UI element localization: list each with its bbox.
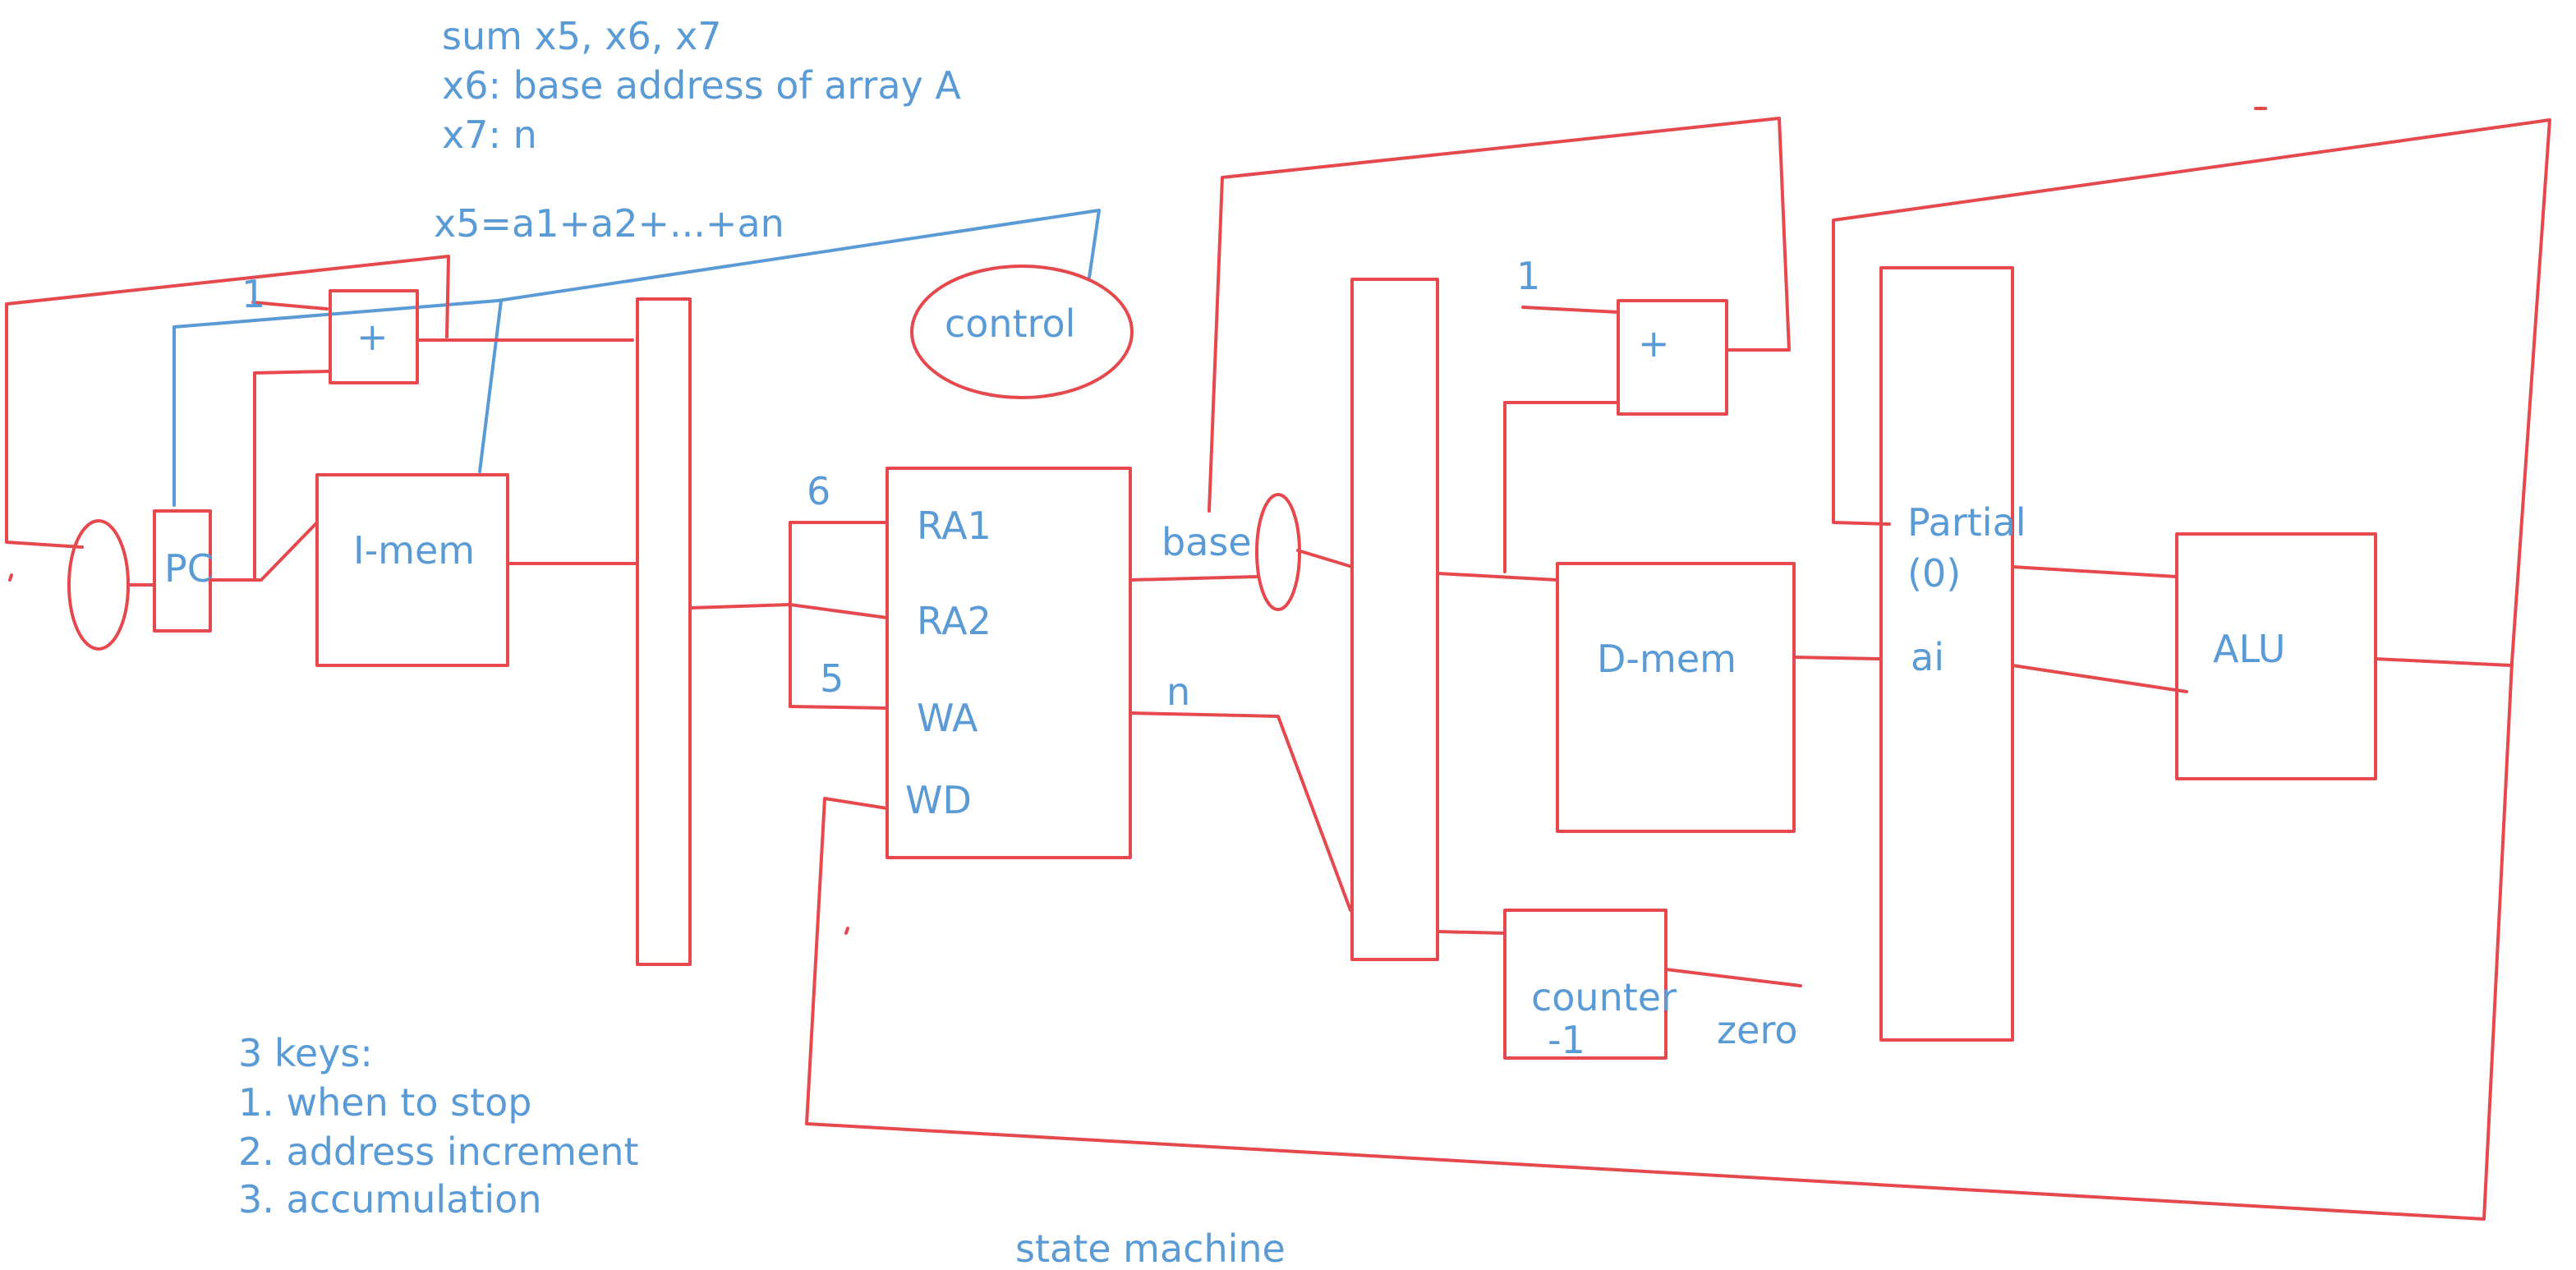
control-wire-imem [478,299,503,473]
note-x5: x5=a1+a2+...+an [434,201,784,246]
control-wire [172,209,1101,507]
partial-init-label: (0) [1907,551,1961,596]
i-mem [315,473,509,667]
counter-decrement: -1 [1548,1018,1585,1062]
register-file [886,467,1132,859]
alu-output-wire [2374,657,2514,667]
note-x7: x7: n [442,113,537,157]
control-label: control [945,301,1075,346]
pipeline-register-id-ex [1350,278,1439,961]
i-mem-label: I-mem [353,528,475,573]
pc-to-adder-wire [209,370,332,582]
ai-to-alu-wire [2011,664,2188,693]
address-mux [1255,493,1301,611]
base-wire [1129,575,1260,582]
pc-adder-label: + [356,315,389,359]
dmem-to-exmem-wire [1792,656,1881,660]
zero-wire [1664,968,1802,987]
const-6: 6 [807,469,830,513]
key-2: 2. address increment [238,1130,639,1174]
key-3: 3. accumulation [238,1177,541,1222]
ra2-wire [789,603,889,619]
const-1-wire-b [1521,306,1620,314]
writeback-wire [805,660,2514,1221]
pc-register [153,509,212,633]
alu-label: ALU [2213,627,2285,671]
key-1: 1. when to stop [238,1080,532,1125]
d-mem [1556,562,1796,833]
partial-to-alu-wire [2011,565,2178,578]
stray-mark [844,927,849,935]
address-increment-loop [1208,117,1791,513]
counter-label: counter [1531,975,1677,1019]
zero-label: zero [1717,1008,1798,1052]
ra2-label: RA2 [917,599,991,643]
footer-state-machine: state machine [1015,1226,1286,1270]
pc-feedback-wire [5,255,450,549]
address-adder [1617,299,1728,416]
ra1-label: RA1 [917,504,991,548]
wa-wire [789,705,889,710]
instr-bus-wire [688,603,792,610]
keys-title: 3 keys: [238,1031,373,1075]
pipeline-register-ex [1879,266,2014,1042]
stray-mark [8,573,13,582]
n-label: n [1166,670,1190,714]
wd-label: WD [905,778,972,822]
wa-label: WA [917,696,978,740]
pc-label: PC [164,546,214,591]
note-sum-instruction: sum x5, x6, x7 [442,14,722,58]
address-adder-label: + [1638,321,1670,366]
pipeline-register-if-id [636,297,692,966]
accumulation-loop [1832,118,2551,664]
ai-label: ai [1911,635,1944,679]
n-wire [1129,711,1352,912]
pc-to-imem-wire [209,521,319,582]
note-x6: x6: base address of array A [442,63,961,108]
const-1-b: 1 [1516,254,1540,298]
pc-mux [67,519,130,651]
addr-to-dmem-wire [1436,572,1559,582]
addr-to-adder-wire [1503,401,1620,573]
const-5: 5 [820,656,844,701]
d-mem-label: D-mem [1597,637,1736,681]
partial-label: Partial [1907,500,2026,545]
pc-adder [329,289,419,384]
base-label: base [1162,520,1252,564]
const-1-a: 1 [242,272,265,316]
counter [1503,909,1668,1060]
control-unit [910,265,1134,399]
alu [2175,532,2377,780]
const-1-wire-a [251,301,329,311]
mux-to-idex-wire [1296,549,1354,568]
n-to-counter-wire [1436,930,1506,935]
